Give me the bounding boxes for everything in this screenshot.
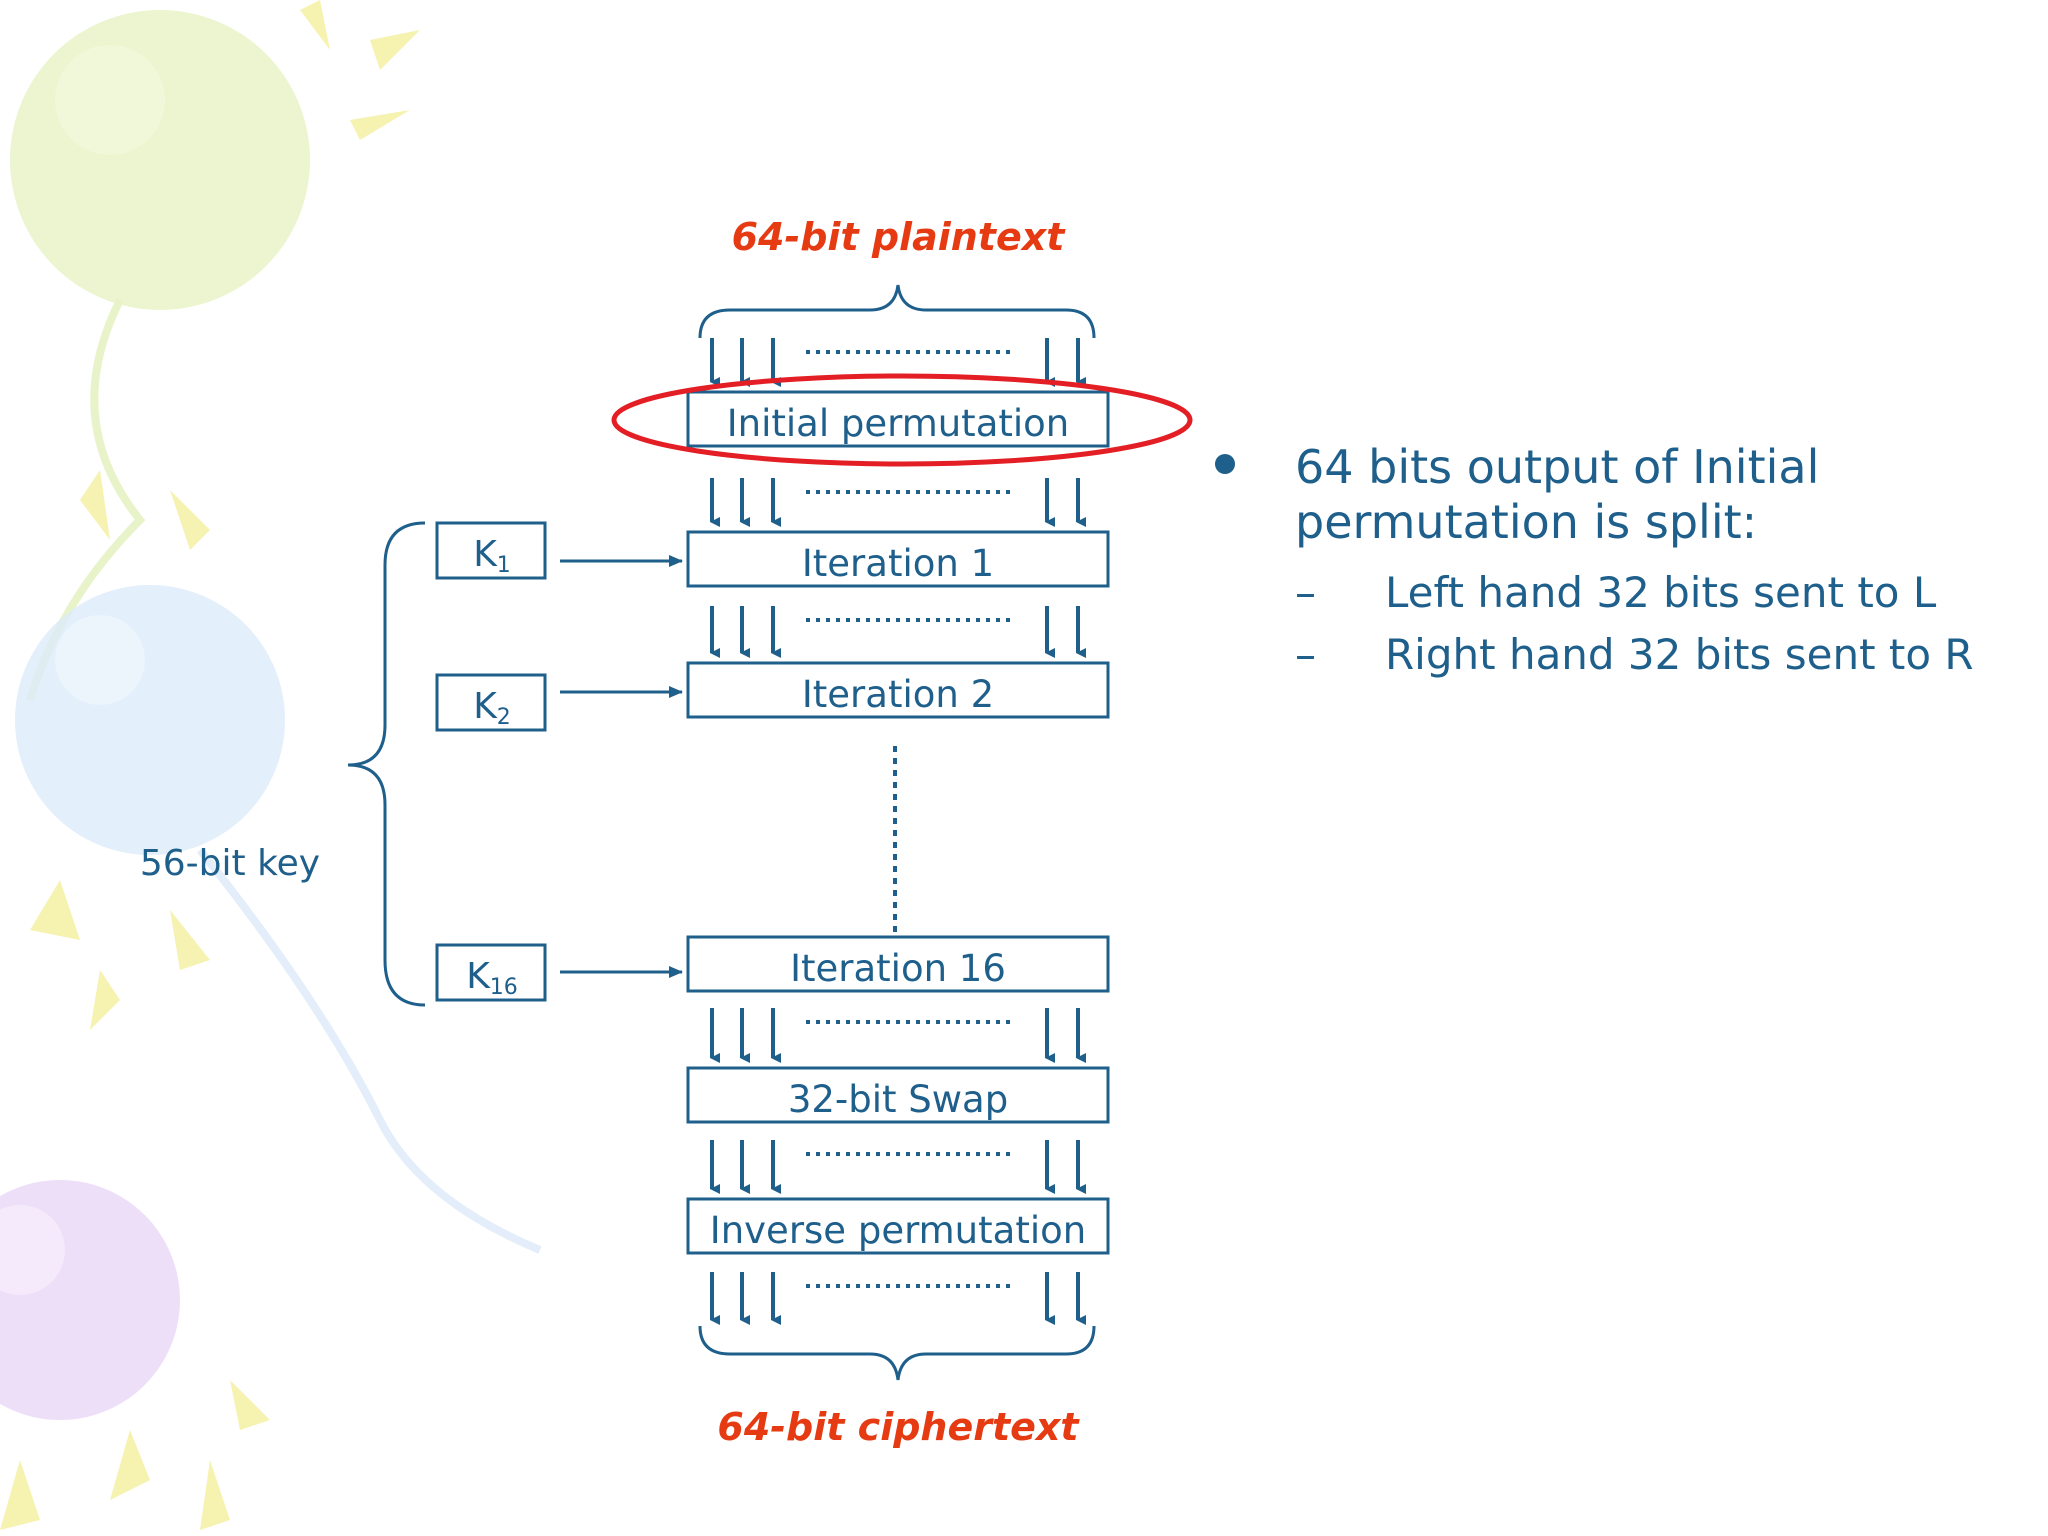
box-32-bit-swap-label: 32-bit Swap <box>788 1078 1008 1121</box>
arrow-group <box>710 1008 1086 1063</box>
sub-bullet-left-text: Left hand 32 bits sent to L <box>1385 568 1937 617</box>
sub-bullet-list: – Left hand 32 bits sent to L – Right ha… <box>1215 562 2015 686</box>
box-initial-permutation: Initial permutation <box>686 390 1110 448</box>
box-inverse-permutation: Inverse permutation <box>686 1197 1110 1255</box>
bit-arrow-groups <box>710 338 1086 1325</box>
bottom-brace <box>698 1325 1096 1381</box>
key-box-k16: K16 <box>435 943 547 1002</box>
arrow-group <box>710 606 1086 658</box>
box-32-bit-swap: 32-bit Swap <box>686 1066 1110 1124</box>
sun-rays-decoration <box>0 0 420 1530</box>
box-iteration-16: Iteration 16 <box>686 935 1110 993</box>
key-brace <box>347 521 426 1007</box>
key-size-label: 56-bit key <box>140 843 320 884</box>
purple-balloon-decoration <box>0 1180 180 1420</box>
key-k2-subscript: 2 <box>497 705 511 730</box>
box-inverse-permutation-label: Inverse permutation <box>710 1209 1086 1252</box>
svg-text:K1: K1 <box>473 534 511 578</box>
key-k16-label: K <box>466 956 491 997</box>
box-iteration-1: Iteration 1 <box>686 530 1110 588</box>
box-iteration-1-label: Iteration 1 <box>802 542 994 585</box>
bullet-dot-icon <box>1215 454 1235 474</box>
bullet-main: 64 bits output of Initial permutation is… <box>1215 440 2015 550</box>
sub-bullet-dash: – <box>1295 568 1316 617</box>
sub-bullet-dash: – <box>1295 630 1316 679</box>
box-iteration-2-label: Iteration 2 <box>802 673 994 716</box>
key-k16-subscript: 16 <box>490 975 518 1000</box>
arrow-group <box>710 338 1086 387</box>
key-k1-label: K <box>473 534 498 575</box>
bullet-main-text: 64 bits output of Initial permutation is… <box>1295 440 1820 549</box>
sub-bullet-left: – Left hand 32 bits sent to L <box>1295 562 2015 624</box>
key-box-k1: K1 <box>435 521 547 580</box>
sub-bullet-right-text: Right hand 32 bits sent to R <box>1385 630 1974 679</box>
box-iteration-2: Iteration 2 <box>686 661 1110 719</box>
arrow-group <box>710 1140 1086 1194</box>
ciphertext-label: 64-bit ciphertext <box>717 1405 1080 1449</box>
top-brace <box>698 284 1096 339</box>
arrow-group <box>710 1272 1086 1325</box>
arrow-group <box>710 478 1086 527</box>
box-initial-permutation-label: Initial permutation <box>727 402 1070 445</box>
notes-panel: 64 bits output of Initial permutation is… <box>1215 440 2015 686</box>
svg-text:K16: K16 <box>466 956 518 1000</box>
blue-balloon-decoration <box>15 585 542 1254</box>
plaintext-label: 64-bit plaintext <box>732 215 1067 259</box>
key-box-k2: K2 <box>435 673 547 732</box>
highlight-ellipse <box>611 373 1193 467</box>
key-k2-label: K <box>473 686 498 727</box>
sub-bullet-right: – Right hand 32 bits sent to R <box>1295 624 2015 686</box>
box-iteration-16-label: Iteration 16 <box>790 947 1006 990</box>
svg-text:K2: K2 <box>473 686 511 730</box>
key-k1-subscript: 1 <box>497 553 511 578</box>
